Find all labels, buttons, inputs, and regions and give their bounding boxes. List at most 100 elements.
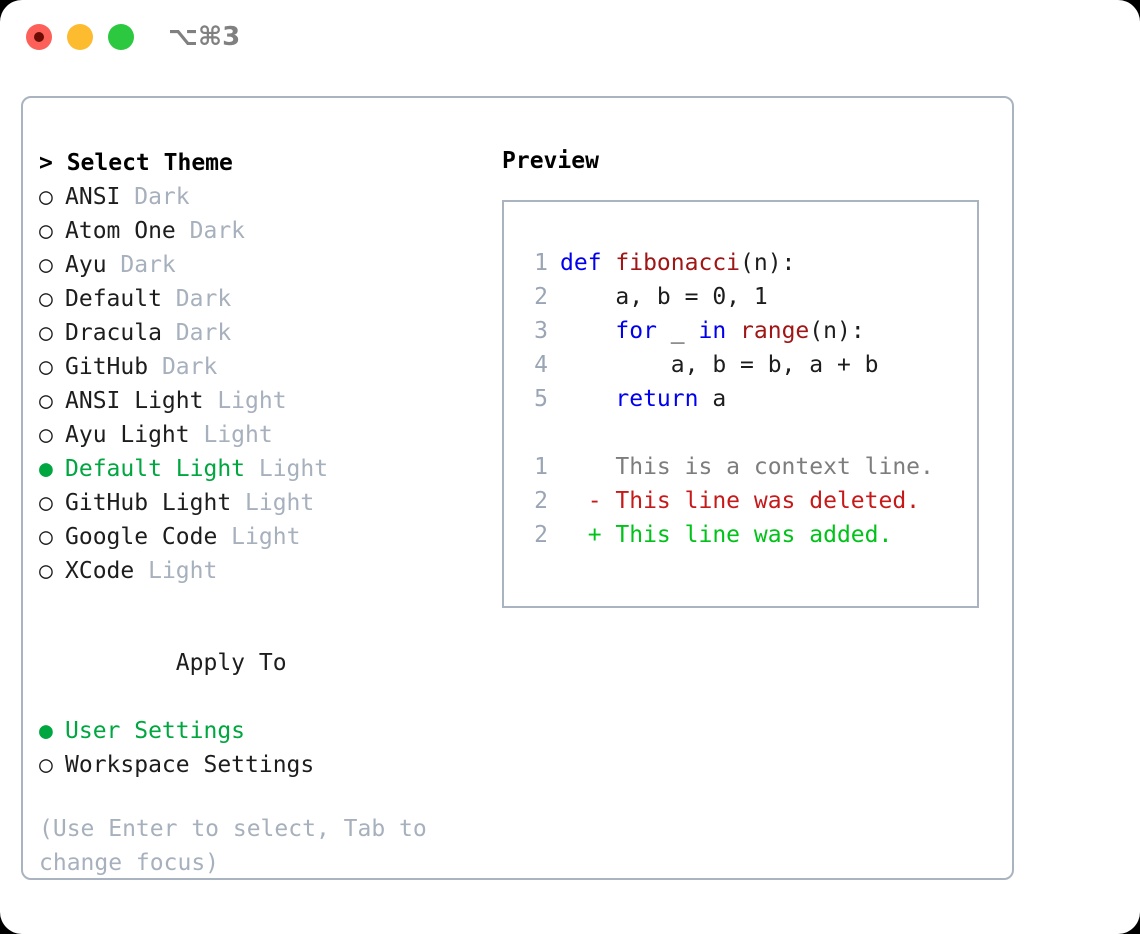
radio-unselected-icon: ○ [39, 354, 53, 380]
code-token: a [698, 386, 727, 412]
diff-text: This line was added. [615, 522, 893, 548]
line-number: 1 [534, 250, 548, 276]
apply-to-heading-label: Apply To [175, 650, 287, 676]
code-token: return [615, 386, 699, 412]
theme-item-name: GitHub [65, 354, 149, 380]
theme-item-name: Atom One [65, 218, 176, 244]
title-bar: ⌥⌘3 [0, 0, 1140, 78]
theme-list-item[interactable]: ○Google Code Light [39, 520, 469, 554]
theme-item-name: Ayu Light [65, 422, 190, 448]
code-diff-spacer [518, 416, 977, 450]
theme-list-item[interactable]: ○ GitHub Light Light [39, 486, 469, 520]
theme-selector-panel: > Select Theme ○ANSI Dark○Atom One Dark○… [39, 146, 469, 880]
radio-unselected-icon: ○ [39, 752, 53, 778]
radio-unselected-icon: ○ [39, 252, 53, 278]
theme-list-item[interactable]: ○ Dracula Dark [39, 316, 469, 350]
content-frame: > Select Theme ○ANSI Dark○Atom One Dark○… [21, 96, 1014, 880]
zoom-button[interactable] [108, 24, 134, 50]
radio-unselected-icon: ○ [39, 184, 53, 210]
minimize-button[interactable] [67, 24, 93, 50]
code-token: _ [656, 318, 699, 344]
theme-list-item[interactable]: ● Default Light Light [39, 452, 469, 486]
code-token [726, 318, 740, 344]
diff-text: This is a context line. [615, 454, 934, 480]
window-controls [26, 24, 134, 50]
code-token: a, b = b, a + b [560, 352, 879, 378]
theme-item-name: ANSI Light [65, 388, 204, 414]
keyboard-hint: (Use Enter to select, Tab to change focu… [39, 816, 427, 876]
radio-unselected-icon: ○ [39, 490, 53, 516]
theme-item-variant-tag: Light [134, 558, 218, 584]
close-button[interactable] [26, 24, 52, 50]
code-token: for [615, 318, 657, 344]
theme-item-name: GitHub Light [65, 490, 232, 516]
keyboard-shortcut-label: ⌥⌘3 [168, 22, 241, 52]
apply-to-heading: Apply To [39, 612, 469, 714]
line-number: 4 [534, 352, 548, 378]
code-token: (n): [740, 250, 796, 276]
code-token: a, b = 0, 1 [560, 284, 768, 310]
code-token: def [560, 250, 616, 276]
indent-spacer [150, 646, 176, 680]
line-number: 2 [534, 522, 548, 548]
theme-item-variant-tag: Dark [148, 354, 218, 380]
theme-item-variant-tag: Light [245, 456, 329, 482]
diff-marker: + [560, 522, 616, 548]
code-token: in [698, 318, 727, 344]
theme-list-item[interactable]: ○ Default Dark [39, 282, 469, 316]
theme-list-item[interactable]: ○ GitHub Dark [39, 350, 469, 384]
radio-unselected-icon: ○ [39, 558, 53, 584]
theme-item-variant-tag: Dark [106, 252, 176, 278]
diff-text: This line was deleted. [615, 488, 921, 514]
apply-to-option[interactable]: ●User Settings [39, 714, 469, 748]
theme-item-name: Google Code [65, 524, 218, 550]
theme-item-variant-tag: Dark [161, 286, 232, 312]
line-number: 1 [534, 454, 548, 480]
radio-selected-icon: ● [39, 718, 53, 744]
radio-unselected-icon: ○ [39, 524, 53, 550]
diff-marker: - [560, 488, 616, 514]
code-line: 5 return a [518, 382, 977, 416]
code-token [560, 386, 615, 412]
apply-to-list[interactable]: ●User Settings ○ Workspace Settings [39, 714, 469, 782]
theme-item-name: ANSI [65, 184, 121, 210]
line-number: 2 [534, 284, 548, 310]
theme-item-variant-tag: Dark [120, 184, 190, 210]
theme-list[interactable]: ○ANSI Dark○Atom One Dark○Ayu Dark○Defaul… [39, 180, 469, 588]
spacer [39, 588, 469, 612]
theme-item-name: Dracula [65, 320, 162, 346]
theme-item-variant-tag: Dark [161, 320, 232, 346]
theme-list-header: > Select Theme [39, 150, 233, 176]
diff-sample: 1 This is a context line. 2 - This line w… [518, 450, 977, 552]
apply-to-option[interactable]: ○ Workspace Settings [39, 748, 469, 782]
theme-item-name: Default [65, 286, 162, 312]
theme-list-item[interactable]: ○ANSI Light Light [39, 384, 469, 418]
line-number: 5 [534, 386, 548, 412]
radio-unselected-icon: ○ [39, 286, 53, 312]
theme-list-item[interactable]: ○Ayu Light Light [39, 418, 469, 452]
theme-item-variant-tag: Light [189, 422, 273, 448]
theme-item-name: Default Light [65, 456, 246, 482]
line-number: 2 [534, 488, 548, 514]
code-line: 3 for _ in range(n): [518, 314, 977, 348]
diff-line: 2 + This line was added. [518, 518, 977, 552]
radio-selected-icon: ● [39, 456, 53, 482]
theme-list-item[interactable]: ○XCode Light [39, 554, 469, 588]
theme-list-item[interactable]: ○Ayu Dark [39, 248, 469, 282]
theme-item-variant-tag: Dark [175, 218, 246, 244]
radio-unselected-icon: ○ [39, 320, 53, 346]
code-line: 4 a, b = b, a + b [518, 348, 977, 382]
radio-unselected-icon: ○ [39, 218, 53, 244]
preview-title: Preview [502, 148, 599, 174]
line-number: 3 [534, 318, 548, 344]
radio-unselected-icon: ○ [39, 388, 53, 414]
theme-list-item[interactable]: ○ ANSI Dark [39, 180, 469, 214]
theme-list-item[interactable]: ○ Atom One Dark [39, 214, 469, 248]
code-token [560, 318, 615, 344]
theme-item-variant-tag: Light [231, 490, 315, 516]
apply-to-option-label: Workspace Settings [65, 752, 315, 778]
